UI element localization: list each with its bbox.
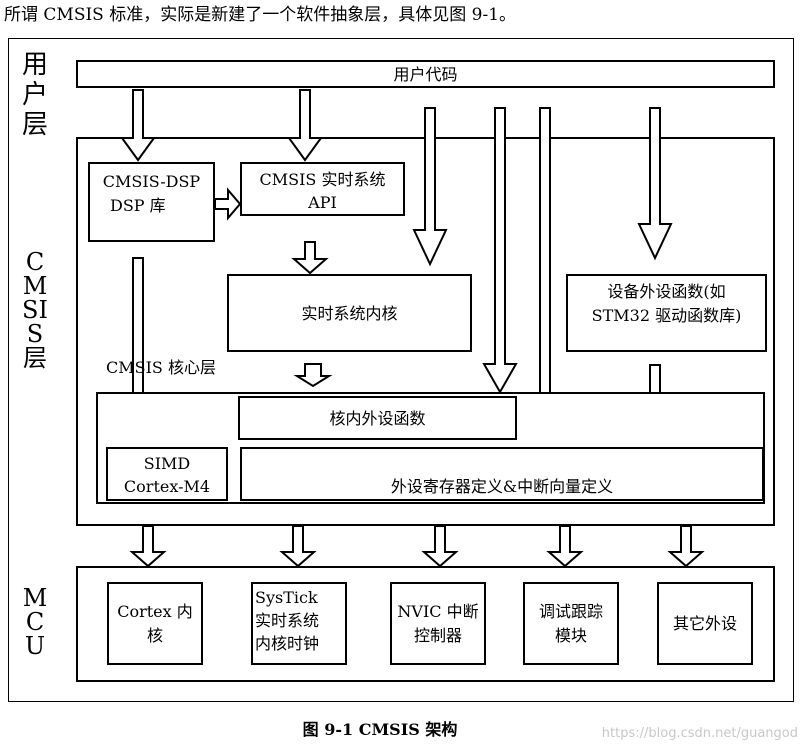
cmsis-rtos-line2: API xyxy=(308,193,337,212)
arrow-user-to-device-functions xyxy=(637,107,673,261)
simd-line1: SIMD xyxy=(143,454,191,473)
peripheral-registers-box: 外设寄存器定义&中断向量定义 xyxy=(240,447,764,501)
mcu-block-debug-trace: 调试跟踪 模块 xyxy=(523,582,619,665)
outer-frame xyxy=(8,38,794,702)
arrow-api-to-kernel xyxy=(291,241,329,275)
figure-caption: 图 9-1 CMSIS 架构 xyxy=(302,720,458,739)
cmsis-layer-text: CMSIS层 xyxy=(22,248,48,372)
cmsis-rtos-line1: CMSIS 实时系统 xyxy=(259,170,386,189)
mcu-block-4-line1: 调试跟踪 xyxy=(538,602,603,621)
rtos-kernel-label: 实时系统内核 xyxy=(301,303,398,323)
device-functions-line2: STM32 驱动函数库) xyxy=(591,306,742,325)
device-functions-box: 设备外设函数(如 STM32 驱动函数库) xyxy=(566,274,767,352)
arrow-dsp-to-api xyxy=(214,187,242,221)
cmsis-dsp-box: CMSIS-DSP DSP 库 xyxy=(88,162,215,242)
cmsis-dsp-line1: CMSIS-DSP xyxy=(102,172,201,191)
arrow-cmsis-to-mcu-5 xyxy=(667,525,705,568)
mcu-block-nvic: NVIC 中断 控制器 xyxy=(390,582,486,665)
rtos-kernel-box: 实时系统内核 xyxy=(227,274,472,352)
simd-line2: Cortex-M4 xyxy=(123,477,211,496)
cmsis-rtos-api-box: CMSIS 实时系统 API xyxy=(240,162,405,216)
mcu-block-3-line2: 控制器 xyxy=(413,626,462,645)
mcu-block-1-line1: Cortex 内 xyxy=(117,602,193,621)
mcu-block-systick: SysTick 实时系统 内核时钟 xyxy=(251,582,347,665)
arrow-user-to-rtos-api xyxy=(287,89,323,162)
arrow-cmsis-to-mcu-3 xyxy=(421,525,459,568)
mcu-block-4-line2: 模块 xyxy=(554,626,587,645)
arrow-user-to-dsp xyxy=(120,89,156,162)
arrow-user-to-core-functions xyxy=(482,107,518,395)
core-peripheral-functions-label: 核内外设函数 xyxy=(329,408,426,428)
watermark: https://blog.csdn.net/guangod xyxy=(601,726,798,741)
user-layer-text: 用户层 xyxy=(21,50,48,140)
mcu-block-cortex-core: Cortex 内 核 xyxy=(107,582,203,665)
mcu-block-3-line1: NVIC 中断 xyxy=(397,602,479,621)
peripheral-registers-label: 外设寄存器定义&中断向量定义 xyxy=(390,477,614,496)
arrow-cmsis-to-mcu-2 xyxy=(279,525,317,568)
cmsis-dsp-line2: DSP 库 xyxy=(110,196,166,215)
arrow-user-to-rtos-kernel xyxy=(412,107,448,267)
cmsis-core-label: CMSIS 核心层 xyxy=(106,358,216,377)
mcu-block-other-peripherals: 其它外设 xyxy=(657,582,753,665)
mcu-block-2-line3: 内核时钟 xyxy=(255,634,320,653)
user-layer-label: 用户层 xyxy=(20,50,50,140)
arrow-cmsis-to-mcu-4 xyxy=(546,525,584,568)
intro-text: 所谓 CMSIS 标准，实际是新建了一个软件抽象层，具体见图 9-1。 xyxy=(4,5,517,25)
mcu-layer-label: MCU xyxy=(20,586,50,658)
simd-box: SIMD Cortex-M4 xyxy=(106,447,228,501)
user-code-label: 用户代码 xyxy=(393,64,458,84)
user-code-box: 用户代码 xyxy=(76,60,775,88)
arrow-kernel-to-core xyxy=(293,363,333,388)
arrow-cmsis-to-mcu-1 xyxy=(129,525,167,568)
core-peripheral-functions-box: 核内外设函数 xyxy=(238,396,517,440)
mcu-block-2-line2: 实时系统 xyxy=(255,611,320,630)
mcu-block-2-line1: SysTick xyxy=(255,588,318,607)
cmsis-layer-label: CMSIS层 xyxy=(20,250,50,380)
mcu-layer-text: MCU xyxy=(22,584,48,660)
mcu-block-5-line1: 其它外设 xyxy=(672,614,737,633)
mcu-block-1-line2: 核 xyxy=(146,626,163,645)
device-functions-line1: 设备外设函数(如 xyxy=(607,282,726,301)
